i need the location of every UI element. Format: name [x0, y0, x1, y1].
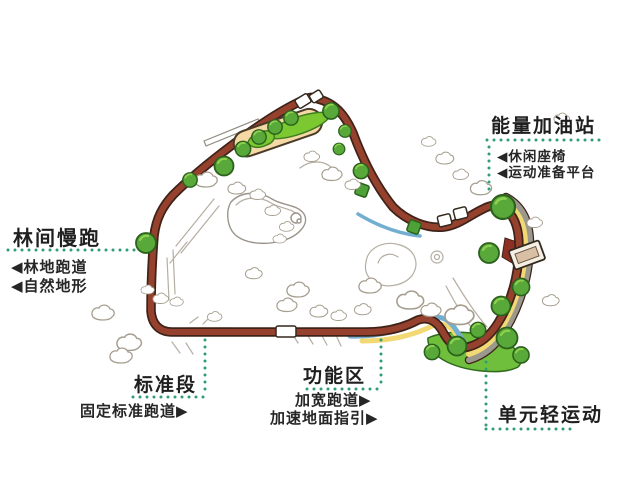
bushes-group [91, 112, 570, 364]
unit-exercise-title: 单元轻运动 [498, 404, 604, 426]
label-unit-exercise: 单元轻运动 [498, 400, 603, 427]
label-forest-jog: 林间慢跑 [13, 222, 101, 251]
function-item-1: 加宽跑道▶ [295, 391, 372, 409]
forest-jog-title: 林间慢跑 [13, 226, 101, 250]
leader-lines [6, 138, 606, 431]
forest-jog-item-2: ◀自然地形 [11, 277, 88, 295]
forest-jog-item-1: ◀林地跑道 [11, 258, 88, 276]
standard-item-1: 固定标准跑道▶ [80, 402, 189, 420]
trees-group [135, 102, 531, 364]
platform-icon [508, 239, 546, 271]
label-function-zone: 功能区 [303, 361, 366, 388]
energy-item-2: ◀运动准备平台 [497, 165, 596, 181]
start-gate-icon [294, 89, 324, 109]
pond [227, 192, 307, 244]
energy-station-title: 能量加油站 [491, 115, 597, 137]
function-item-2: 加速地面指引▶ [270, 409, 379, 427]
track-crossing-icon [275, 325, 297, 338]
label-energy-station: 能量加油站 [491, 111, 596, 138]
label-standard-section: 标准段 [134, 370, 197, 397]
energy-item-1: ◀休闲座椅 [497, 149, 567, 165]
function-zone-title: 功能区 [303, 365, 367, 387]
bench-icons [436, 206, 469, 228]
diagonal-blue-stripe [356, 212, 422, 238]
standard-section-title: 标准段 [134, 374, 198, 396]
